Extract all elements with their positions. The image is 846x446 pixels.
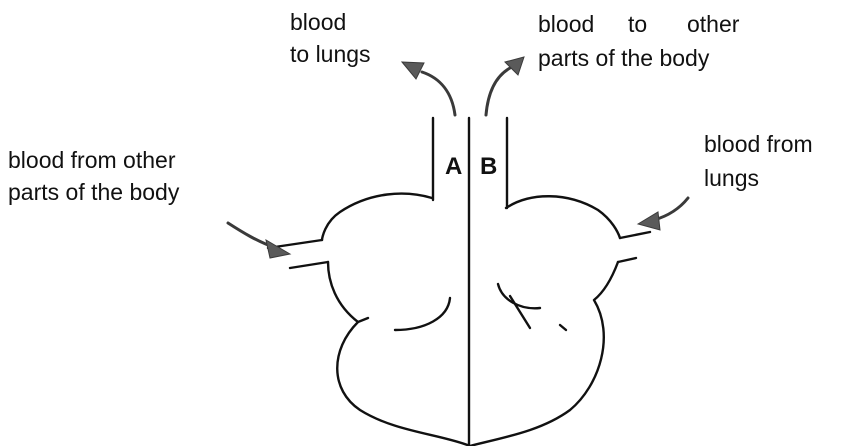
- arrow-from-lungs-head: [638, 212, 660, 230]
- left-lower-outline: [328, 262, 470, 446]
- right-inner-dash: [510, 296, 530, 328]
- label-blood-from-lungs-2: lungs: [704, 165, 759, 191]
- label-blood-to-body-1b: to: [628, 11, 647, 37]
- arrow-from-lungs: [638, 198, 688, 230]
- vessel-a-label: A: [445, 153, 462, 180]
- right-inner-dash-2: [560, 325, 566, 330]
- label-blood-from-lungs-1: blood from: [704, 131, 813, 157]
- label-blood-to-body-2: parts of the body: [538, 45, 710, 71]
- left-inner-dash: [358, 318, 368, 322]
- arrow-from-body: [228, 223, 290, 258]
- label-blood-from-body-1: blood from other: [8, 147, 176, 173]
- arrow-to-lungs-head: [402, 62, 424, 79]
- vessel-b-label: B: [480, 153, 497, 180]
- left-upper-chamber: [322, 194, 432, 240]
- label-blood-to-lungs-2: to lungs: [290, 41, 371, 67]
- label-blood-from-body-2: parts of the body: [8, 179, 180, 205]
- label-blood-to-lungs-1: blood: [290, 9, 346, 35]
- arrow-to-body: [486, 57, 524, 115]
- arrow-to-lungs: [402, 62, 455, 115]
- right-lower-outline: [470, 262, 618, 446]
- label-blood-to-body-1a: blood: [538, 11, 594, 37]
- right-upper-chamber: [506, 196, 620, 238]
- label-blood-to-body-1c: other: [687, 11, 740, 37]
- arrow-from-body-head: [266, 240, 290, 258]
- arrow-to-body-head: [505, 57, 524, 75]
- left-inner-curve: [395, 298, 450, 330]
- right-inner-curve: [498, 284, 540, 308]
- right-vein-top: [620, 232, 650, 238]
- right-vein-bottom: [618, 258, 636, 262]
- left-vein-bottom: [290, 262, 328, 268]
